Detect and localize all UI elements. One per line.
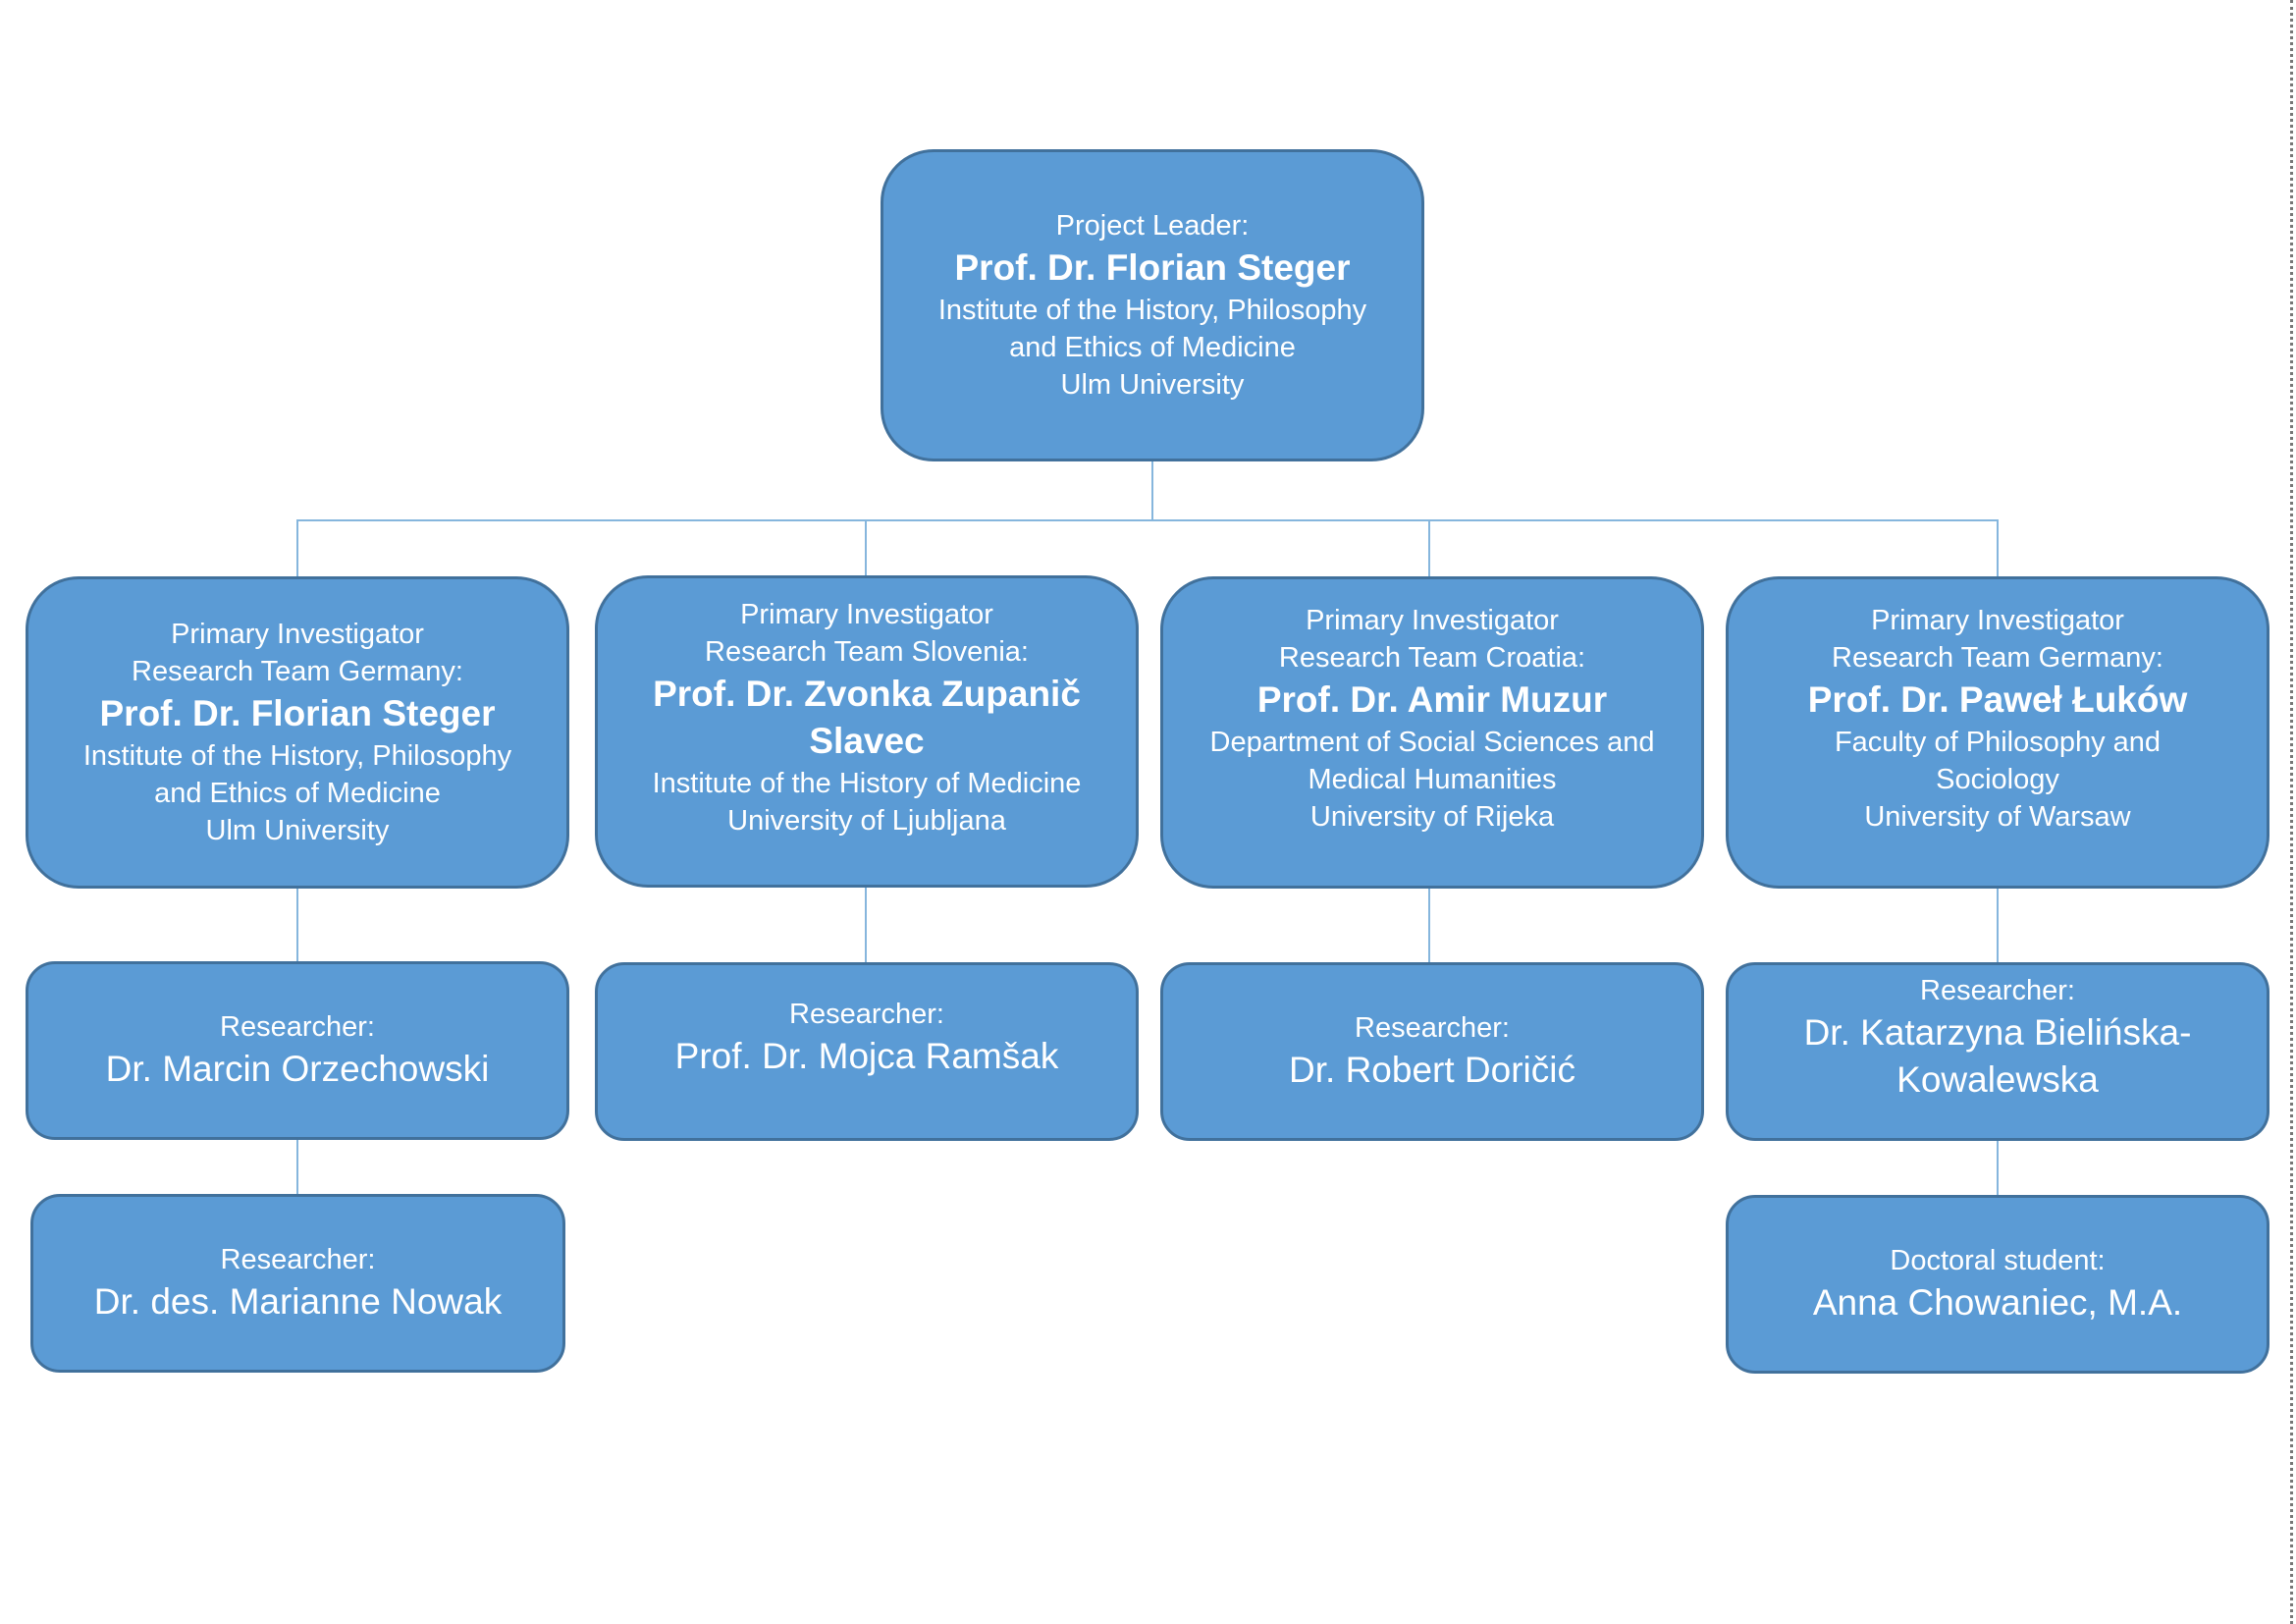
node-role: Researcher: (220, 1011, 375, 1043)
node-name-continued: Slavec (809, 721, 925, 761)
node-affiliation-line: Faculty of Philosophy and (1834, 727, 2162, 758)
pi-node-team-1: Primary Investigator Research Team Germa… (26, 576, 569, 889)
connector-team-2 (865, 519, 867, 575)
node-team: Research Team Germany: (1832, 642, 2163, 674)
node-content: Primary Investigator Research Team Germa… (1808, 602, 2188, 836)
member-node-team-4-2: Doctoral student: Anna Chowaniec, M.A. (1726, 1195, 2269, 1374)
node-team: Research Team Slovenia: (705, 636, 1029, 668)
connector-team-4 (1997, 519, 1999, 576)
connector-team-1-member-2 (296, 1140, 298, 1194)
node-affiliation-line: Institute of the History, Philosophy (82, 740, 512, 772)
node-affiliation-line: Ulm University (1060, 369, 1245, 401)
pi-node-team-2: Primary Investigator Research Team Slove… (595, 575, 1139, 888)
node-content: Researcher: Dr. Katarzyna Bielińska- Kow… (1804, 972, 2192, 1104)
node-content: Doctoral student: Anna Chowaniec, M.A. (1813, 1242, 2182, 1326)
node-name: Prof. Dr. Florian Steger (954, 247, 1351, 288)
node-name: Dr. Robert Doričić (1289, 1050, 1575, 1090)
node-name: Prof. Dr. Florian Steger (99, 693, 496, 733)
node-role: Researcher: (220, 1244, 376, 1275)
member-node-team-4-1: Researcher: Dr. Katarzyna Bielińska- Kow… (1726, 962, 2269, 1141)
node-name: Prof. Dr. Zvonka Zupanič (653, 674, 1081, 714)
node-role: Project Leader: (1055, 210, 1250, 242)
node-content: Researcher: Dr. Marcin Orzechowski (106, 1008, 490, 1093)
node-content: Project Leader: Prof. Dr. Florian Steger… (938, 207, 1366, 404)
node-affiliation-line: and Ethics of Medicine (154, 778, 441, 809)
node-affiliation-line: University of Warsaw (1864, 801, 2131, 833)
connector-team-2-member-1 (865, 888, 867, 962)
connector-team-3 (1428, 519, 1430, 576)
connector-root-down (1151, 461, 1153, 520)
node-name: Prof. Dr. Mojca Ramšak (674, 1036, 1059, 1076)
member-node-team-1-2: Researcher: Dr. des. Marianne Nowak (30, 1194, 565, 1373)
node-name-continued: Kowalewska (1896, 1059, 2099, 1100)
member-node-team-1-1: Researcher: Dr. Marcin Orzechowski (26, 961, 569, 1140)
node-content: Primary Investigator Research Team Slove… (653, 596, 1082, 839)
connector-horizontal-bar (296, 519, 1999, 521)
node-affiliation-line: Ulm University (205, 815, 390, 846)
connector-team-4-member-1 (1997, 889, 1999, 962)
node-team: Research Team Germany: (132, 656, 463, 687)
node-affiliation-line: Medical Humanities (1308, 764, 1557, 795)
node-role: Researcher: (1920, 975, 2075, 1006)
node-name: Anna Chowaniec, M.A. (1812, 1282, 2183, 1323)
node-name: Dr. des. Marianne Nowak (93, 1281, 503, 1322)
node-role: Primary Investigator (740, 599, 993, 630)
connector-team-4-member-2 (1997, 1141, 1999, 1195)
node-affiliation-line: Department of Social Sciences and (1209, 727, 1655, 758)
node-affiliation-line: Institute of the History, Philosophy (937, 295, 1367, 326)
member-node-team-2-1: Researcher: Prof. Dr. Mojca Ramšak (595, 962, 1139, 1141)
node-affiliation-line: Sociology (1936, 764, 2059, 795)
node-content: Primary Investigator Research Team Croat… (1210, 602, 1655, 836)
project-leader-node: Project Leader: Prof. Dr. Florian Steger… (881, 149, 1424, 461)
node-role: Doctoral student: (1890, 1245, 2106, 1276)
node-role: Researcher: (789, 999, 944, 1030)
node-name: Prof. Dr. Amir Muzur (1256, 679, 1608, 720)
member-node-team-3-1: Researcher: Dr. Robert Doričić (1160, 962, 1704, 1141)
page-edge-divider (2290, 0, 2293, 1624)
pi-node-team-3: Primary Investigator Research Team Croat… (1160, 576, 1704, 889)
node-role: Primary Investigator (1871, 605, 2124, 636)
connector-team-3-member-1 (1428, 889, 1430, 962)
node-name: Prof. Dr. Paweł Łuków (1807, 679, 2188, 720)
node-affiliation-line: University of Ljubljana (727, 805, 1006, 837)
node-content: Researcher: Dr. Robert Doričić (1289, 1009, 1575, 1094)
node-role: Researcher: (1355, 1012, 1510, 1044)
node-name: Dr. Katarzyna Bielińska- (1803, 1012, 2192, 1053)
node-content: Researcher: Prof. Dr. Mojca Ramšak (675, 996, 1059, 1080)
node-content: Researcher: Dr. des. Marianne Nowak (94, 1241, 502, 1326)
node-content: Primary Investigator Research Team Germa… (83, 616, 511, 849)
connector-team-1 (296, 519, 298, 576)
node-affiliation-line: Institute of the History of Medicine (652, 768, 1082, 799)
node-team: Research Team Croatia: (1278, 642, 1586, 674)
node-role: Primary Investigator (171, 619, 424, 650)
node-affiliation-line: University of Rijeka (1309, 801, 1555, 833)
node-name: Dr. Marcin Orzechowski (105, 1049, 490, 1089)
connector-team-1-member-1 (296, 889, 298, 961)
pi-node-team-4: Primary Investigator Research Team Germa… (1726, 576, 2269, 889)
node-affiliation-line: and Ethics of Medicine (1009, 332, 1296, 363)
node-role: Primary Investigator (1306, 605, 1559, 636)
